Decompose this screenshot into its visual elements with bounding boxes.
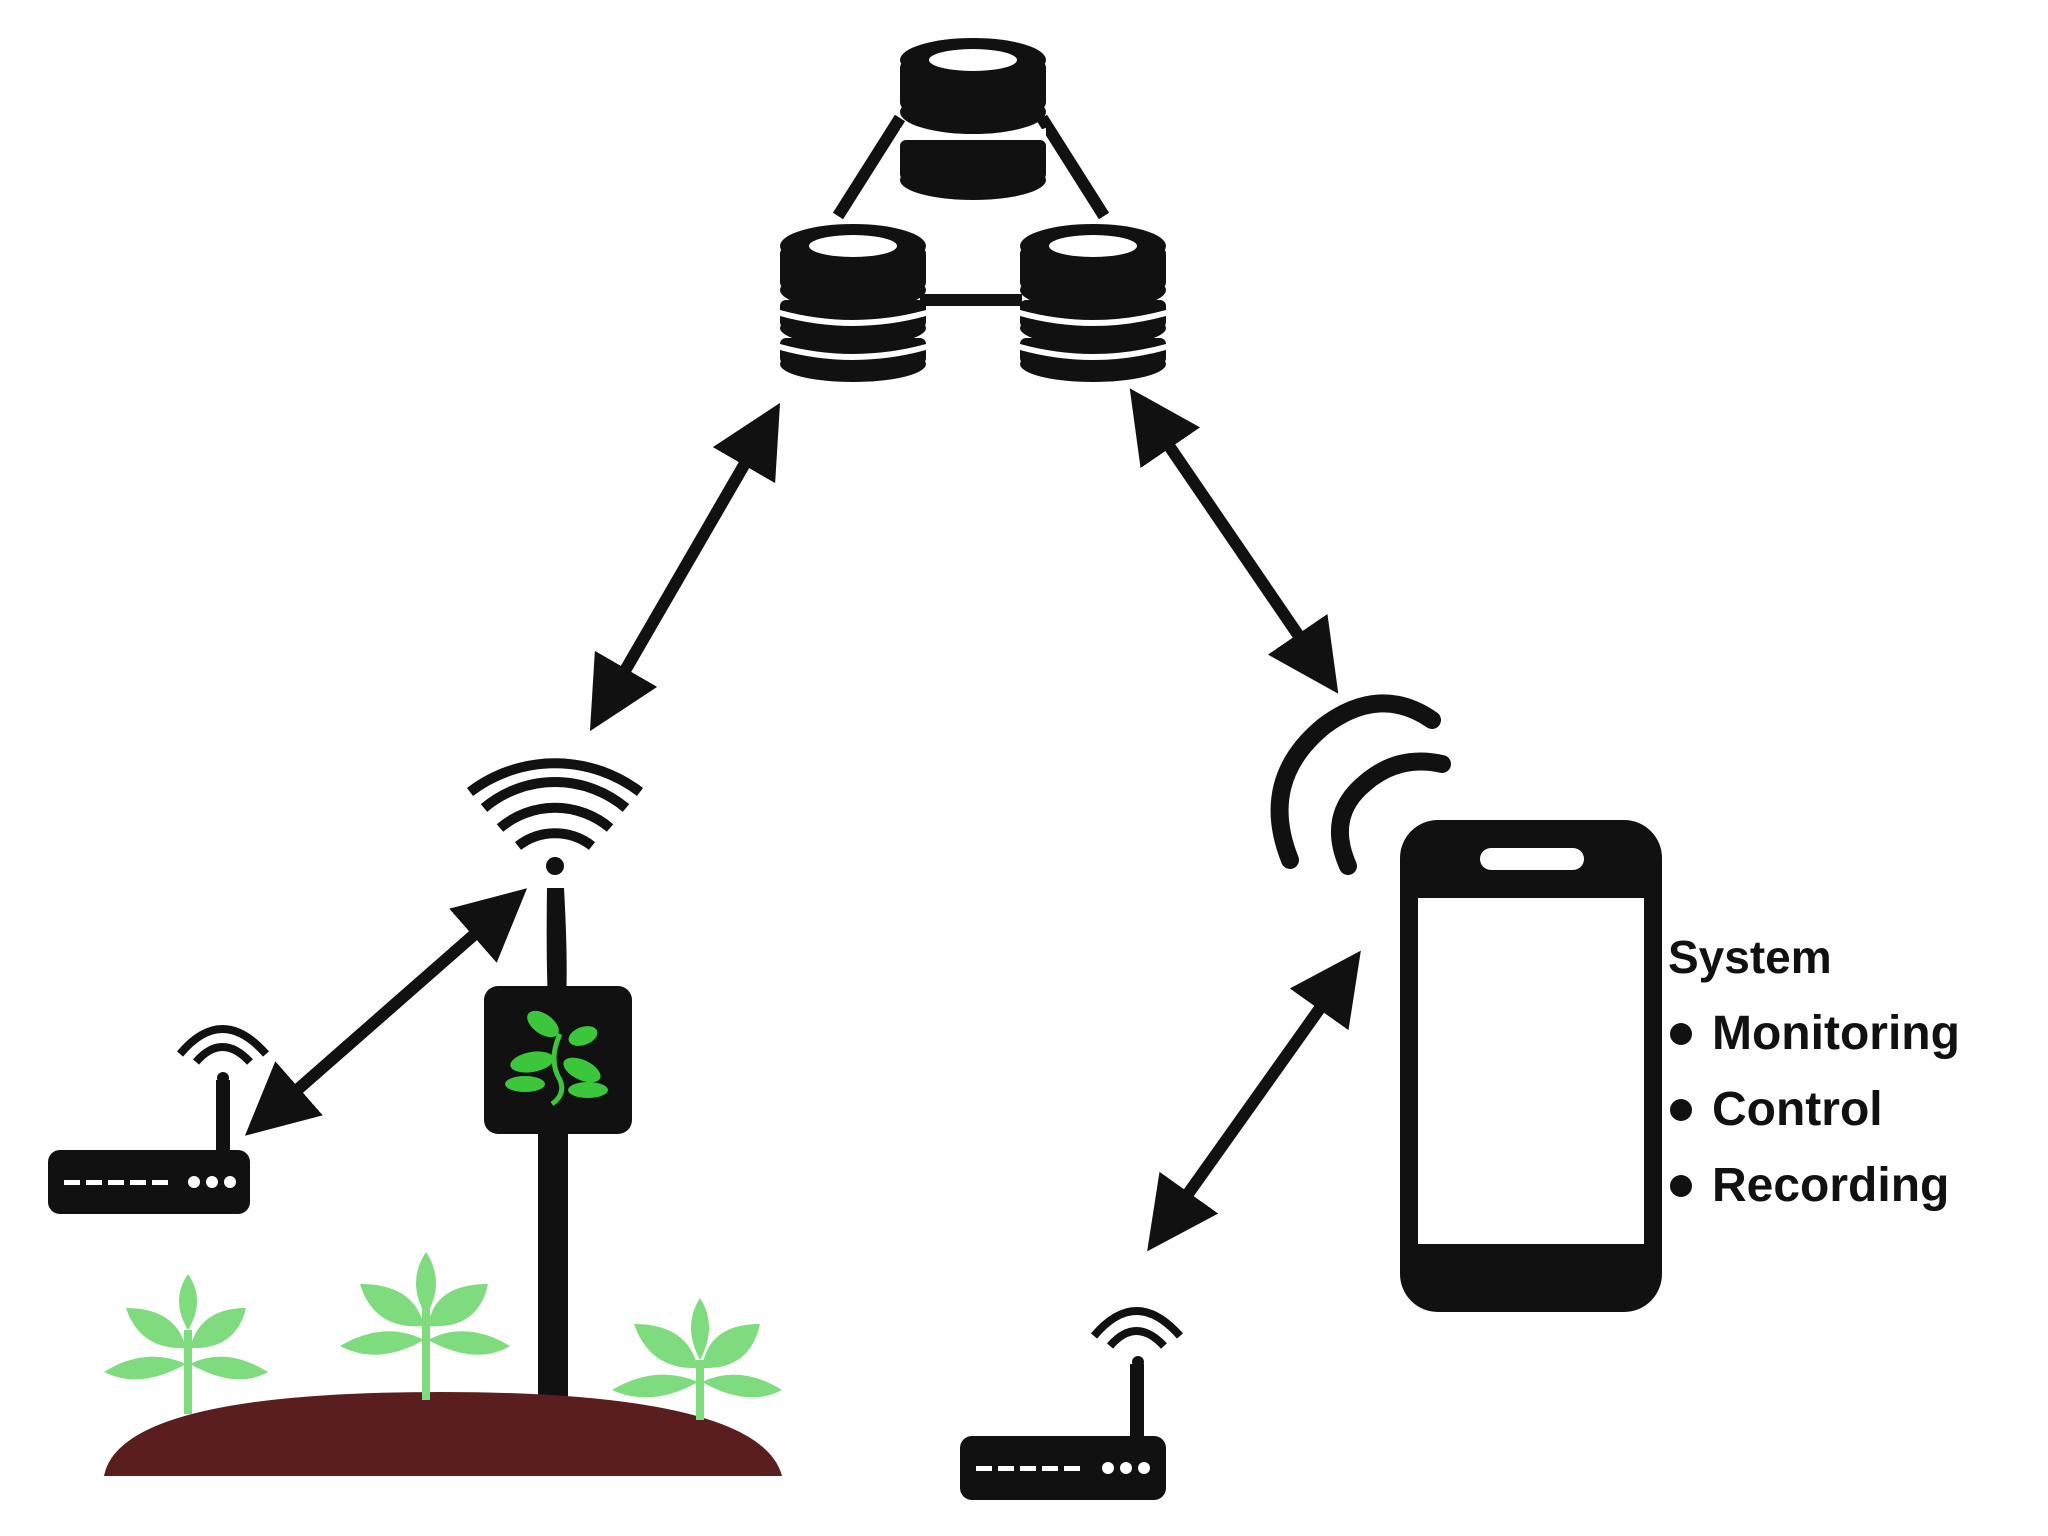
leaf-logo-icon xyxy=(505,1010,608,1107)
database-right-icon xyxy=(1020,224,1166,382)
arrow-db-to-wifi xyxy=(589,402,781,732)
feature-item-monitoring: Monitoring xyxy=(1668,1006,1960,1061)
database-left-icon xyxy=(780,224,926,382)
system-title: System xyxy=(1668,931,1832,983)
plant-sensor-icon xyxy=(484,986,632,1400)
sprout-icon xyxy=(104,1252,782,1420)
arrow-router-to-phone xyxy=(1147,950,1361,1252)
database-top-icon xyxy=(900,38,1046,200)
bullet-icon xyxy=(1670,1022,1692,1045)
feature-item-control: Control xyxy=(1668,1082,1883,1137)
soil-mound xyxy=(104,1392,782,1476)
feature-item-recording: Recording xyxy=(1668,1158,1949,1213)
router-icon xyxy=(48,1025,270,1214)
feature-label: Control xyxy=(1712,1083,1883,1136)
arrow-wifi-to-router xyxy=(244,888,528,1136)
database-cluster-icon xyxy=(780,38,1166,382)
router-icon xyxy=(960,1307,1184,1500)
feature-label: Recording xyxy=(1712,1159,1950,1212)
smartphone-icon xyxy=(1400,820,1662,1312)
arrow-db-to-phone xyxy=(1129,388,1339,694)
bullet-icon xyxy=(1670,1174,1692,1197)
bullet-icon xyxy=(1670,1098,1692,1121)
feature-label: Monitoring xyxy=(1712,1007,1960,1060)
wifi-tower-icon xyxy=(466,758,644,1000)
signal-waves-icon xyxy=(1270,694,1451,875)
